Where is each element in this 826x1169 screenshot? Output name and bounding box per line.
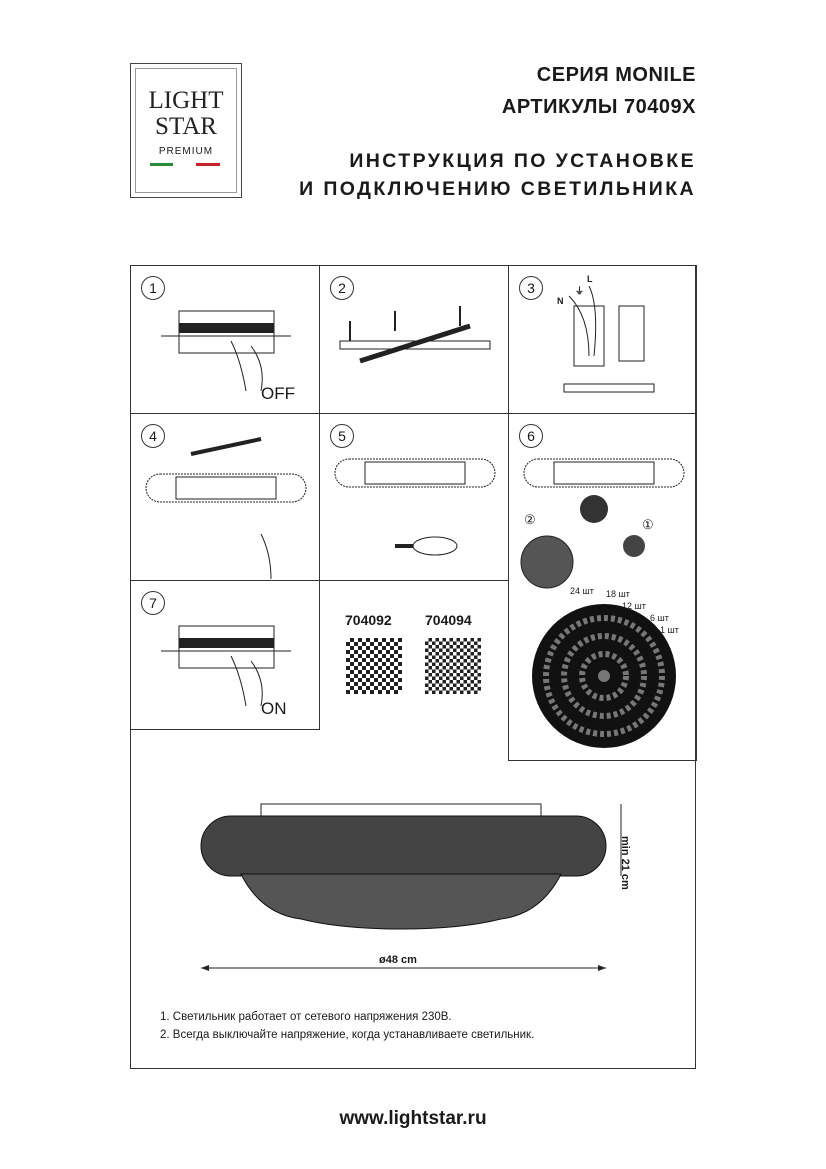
- lightstar-logo: LIGHT STAR PREMIUM: [130, 63, 242, 198]
- height-dimension: min 21 cm: [619, 836, 631, 890]
- circuit-breaker-icon: [161, 310, 291, 392]
- crystal-count-18: 18 шт: [606, 589, 630, 599]
- step-number: 3: [519, 276, 543, 300]
- step-number: 7: [141, 591, 165, 615]
- note-2: 2. Всегда выключайте напряжение, когда у…: [160, 1029, 535, 1041]
- wire-l-label: L: [587, 274, 593, 284]
- step-number: 2: [330, 276, 354, 300]
- bulb-install-icon: [334, 458, 496, 556]
- logo-line2: STAR: [155, 113, 217, 140]
- step-number: 1: [141, 276, 165, 300]
- crystal-count-6: 6 шт: [650, 613, 669, 623]
- step-7-panel: 7 ON: [130, 580, 320, 730]
- diameter-dimension: ø48 cm: [379, 954, 417, 966]
- crystal-count-24: 24 шт: [570, 586, 594, 596]
- qr-code-704094[interactable]: [425, 638, 481, 694]
- qr-code-label-704094: 704094: [425, 612, 472, 628]
- step-number: 5: [330, 424, 354, 448]
- step-number: 6: [519, 424, 543, 448]
- website-link[interactable]: www.lightstar.ru: [339, 1108, 487, 1129]
- articles-title: АРТИКУЛЫ 70409X: [501, 96, 696, 118]
- lamp-dimension-drawing: [200, 803, 622, 971]
- step-5-panel: 5: [319, 413, 509, 581]
- step-a-marker: ②: [524, 512, 536, 527]
- wire-n-label: N: [557, 296, 564, 306]
- wire-ground-label: ⏚: [575, 286, 585, 296]
- instruction-title-2: И ПОДКЛЮЧЕНИЮ СВЕТИЛЬНИКА: [299, 178, 696, 200]
- logo-line3: PREMIUM: [158, 146, 214, 157]
- instruction-title-1: ИНСТРУКЦИЯ ПО УСТАНОВКЕ: [349, 150, 696, 172]
- series-title: СЕРИЯ MONILE: [536, 64, 696, 86]
- circuit-breaker-icon: [161, 625, 291, 707]
- crystal-hanging-diagram: [520, 458, 685, 748]
- crystal-count-12: 12 шт: [622, 601, 646, 611]
- step-b-marker: ①: [642, 517, 654, 532]
- logo-line1: LIGHT: [148, 87, 224, 114]
- mounting-bracket-icon: [339, 306, 491, 364]
- qr-code-704092[interactable]: [346, 638, 402, 694]
- qr-code-label-704092: 704092: [345, 612, 392, 628]
- note-1: 1. Светильник работает от сетевого напря…: [160, 1011, 452, 1023]
- crystal-count-1: 1 шт: [660, 625, 679, 635]
- instruction-grid: 1 OFF 2 3 N ⏚ L 4 5: [130, 265, 697, 1069]
- step-6-panel: 6 ② ① 24 шт 18 шт 12 шт 6 шт 1 шт: [508, 413, 697, 761]
- step-2-panel: 2: [319, 265, 509, 414]
- wiring-connection-icon: [563, 285, 655, 393]
- step-4-panel: 4: [130, 413, 320, 581]
- on-label: ON: [261, 699, 287, 718]
- step-number: 4: [141, 424, 165, 448]
- off-label: OFF: [261, 384, 295, 403]
- step-3-panel: 3 N ⏚ L: [508, 265, 697, 414]
- italian-flag-stripe: [150, 163, 220, 166]
- lamp-body-assembly-icon: [145, 437, 307, 580]
- step-1-panel: 1 OFF: [130, 265, 320, 414]
- notes: 1. Светильник работает от сетевого напря…: [160, 1008, 534, 1044]
